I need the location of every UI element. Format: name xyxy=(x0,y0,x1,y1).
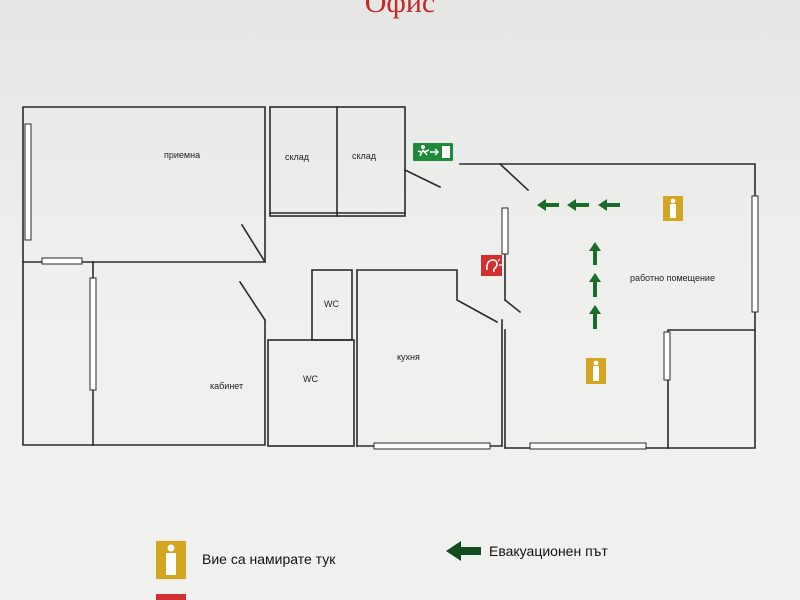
window xyxy=(41,257,83,265)
room-label-office: кабинет xyxy=(210,381,244,391)
arrow-icon xyxy=(589,305,601,329)
arrow-icon xyxy=(537,199,559,211)
window xyxy=(501,207,509,255)
corridor-wall xyxy=(403,168,442,189)
emergency-exit-icon xyxy=(413,143,453,161)
person-icon xyxy=(586,358,606,384)
window xyxy=(663,331,671,381)
person-icon xyxy=(156,541,186,579)
person-icon xyxy=(663,196,683,221)
workspace-walls xyxy=(499,163,756,449)
arrow-icon xyxy=(598,199,620,211)
legend-evacuation-route: Евакуационен път xyxy=(489,543,608,559)
room-label-wc-1: WC xyxy=(324,299,339,309)
plan-title: Офис xyxy=(364,0,436,19)
room-label-storage-2: склад xyxy=(352,151,377,161)
room-label-wc-2: WC xyxy=(303,374,318,384)
room-label-reception: приемна xyxy=(164,150,201,160)
fire-alarm-icon xyxy=(156,594,186,600)
window xyxy=(373,442,491,450)
window xyxy=(24,123,32,241)
room-label-storage-1: склад xyxy=(285,152,310,162)
kitchen-walls xyxy=(356,269,499,447)
arrow-icon xyxy=(446,541,481,561)
room-label-workspace: работно помещение xyxy=(630,273,715,283)
reception-walls xyxy=(22,106,267,263)
wc-2-walls xyxy=(267,339,355,447)
legend-you-are-here: Вие са намирате тук xyxy=(202,551,336,567)
window xyxy=(529,442,647,450)
arrow-icon xyxy=(589,242,601,265)
arrow-icon xyxy=(567,199,589,211)
window xyxy=(751,195,759,313)
window xyxy=(89,277,97,391)
fire-alarm-icon xyxy=(481,255,502,276)
arrow-icon xyxy=(589,273,601,297)
workspace-side-room xyxy=(667,329,756,449)
office-walls xyxy=(22,261,266,446)
room-label-kitchen: кухня xyxy=(397,352,420,362)
